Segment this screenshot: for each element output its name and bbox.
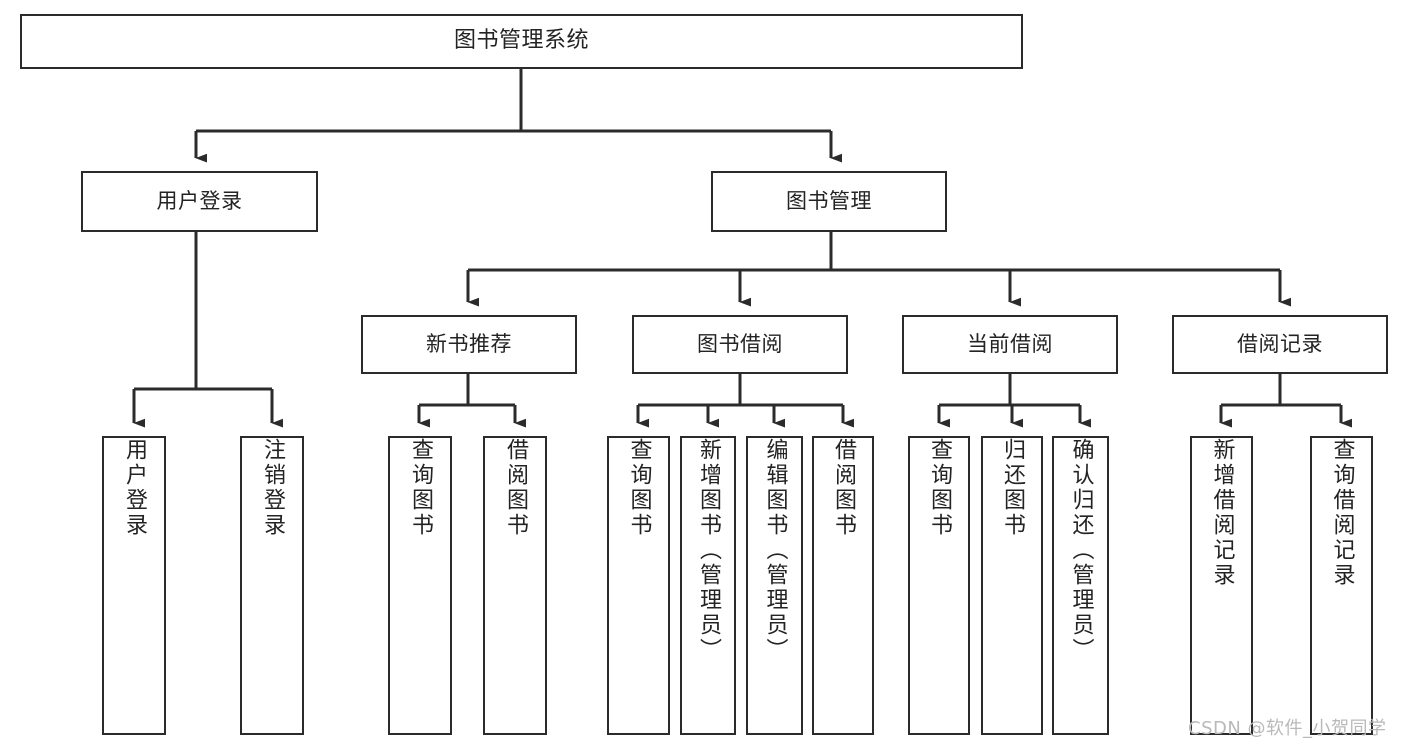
node-leaf-borrow-book-1-label: 借阅图书: [503, 438, 528, 538]
node-leaf-edit-book-label: 编辑图书（管理员）: [762, 438, 788, 663]
node-leaf-borrow-book-1[interactable]: 借阅图书: [483, 436, 547, 735]
node-leaf-user-login-label: 用户登录: [122, 438, 147, 538]
node-leaf-add-record-label: 新增借阅记录: [1209, 438, 1235, 588]
node-book-borrow[interactable]: 图书借阅: [632, 315, 848, 374]
node-leaf-return-book[interactable]: 归还图书: [981, 436, 1043, 735]
node-leaf-add-book[interactable]: 新增图书（管理员）: [680, 436, 736, 735]
node-leaf-logout-label: 注销登录: [260, 438, 285, 538]
node-leaf-edit-book[interactable]: 编辑图书（管理员）: [746, 436, 803, 735]
node-leaf-add-record[interactable]: 新增借阅记录: [1190, 436, 1253, 735]
node-leaf-query-book-3-label: 查询图书: [927, 438, 952, 538]
node-leaf-confirm-return[interactable]: 确认归还（管理员）: [1052, 436, 1109, 735]
node-new-book-recommend[interactable]: 新书推荐: [361, 315, 577, 374]
node-leaf-confirm-return-label: 确认归还（管理员）: [1068, 438, 1094, 663]
node-borrow-record[interactable]: 借阅记录: [1172, 315, 1388, 374]
node-leaf-query-book-2[interactable]: 查询图书: [607, 436, 670, 735]
node-leaf-query-book-3[interactable]: 查询图书: [908, 436, 970, 735]
node-leaf-query-book-2-label: 查询图书: [626, 438, 652, 538]
node-book-manage-label: 图书管理: [786, 188, 872, 213]
node-user-login[interactable]: 用户登录: [81, 171, 318, 232]
node-borrow-record-label: 借阅记录: [1237, 331, 1323, 356]
node-book-manage[interactable]: 图书管理: [711, 171, 947, 232]
csdn-watermark: CSDN @软件_小贺同学: [1188, 718, 1387, 739]
node-new-book-recommend-label: 新书推荐: [426, 331, 512, 356]
node-leaf-add-book-label: 新增图书（管理员）: [696, 438, 721, 663]
node-book-borrow-label: 图书借阅: [697, 331, 783, 356]
node-leaf-borrow-book-2-label: 借阅图书: [831, 438, 856, 538]
node-root-label: 图书管理系统: [453, 28, 589, 54]
node-leaf-query-record[interactable]: 查询借阅记录: [1310, 436, 1373, 735]
node-user-login-label: 用户登录: [156, 188, 243, 213]
node-current-borrow[interactable]: 当前借阅: [902, 315, 1118, 374]
node-leaf-return-book-label: 归还图书: [1000, 438, 1025, 538]
node-leaf-query-book-1-label: 查询图书: [408, 438, 433, 538]
node-leaf-user-login[interactable]: 用户登录: [102, 436, 166, 735]
node-leaf-query-book-1[interactable]: 查询图书: [388, 436, 452, 735]
node-leaf-logout[interactable]: 注销登录: [240, 436, 304, 735]
node-root[interactable]: 图书管理系统: [20, 14, 1023, 69]
node-leaf-query-record-label: 查询借阅记录: [1329, 438, 1355, 588]
node-leaf-borrow-book-2[interactable]: 借阅图书: [812, 436, 874, 735]
node-current-borrow-label: 当前借阅: [967, 331, 1053, 356]
